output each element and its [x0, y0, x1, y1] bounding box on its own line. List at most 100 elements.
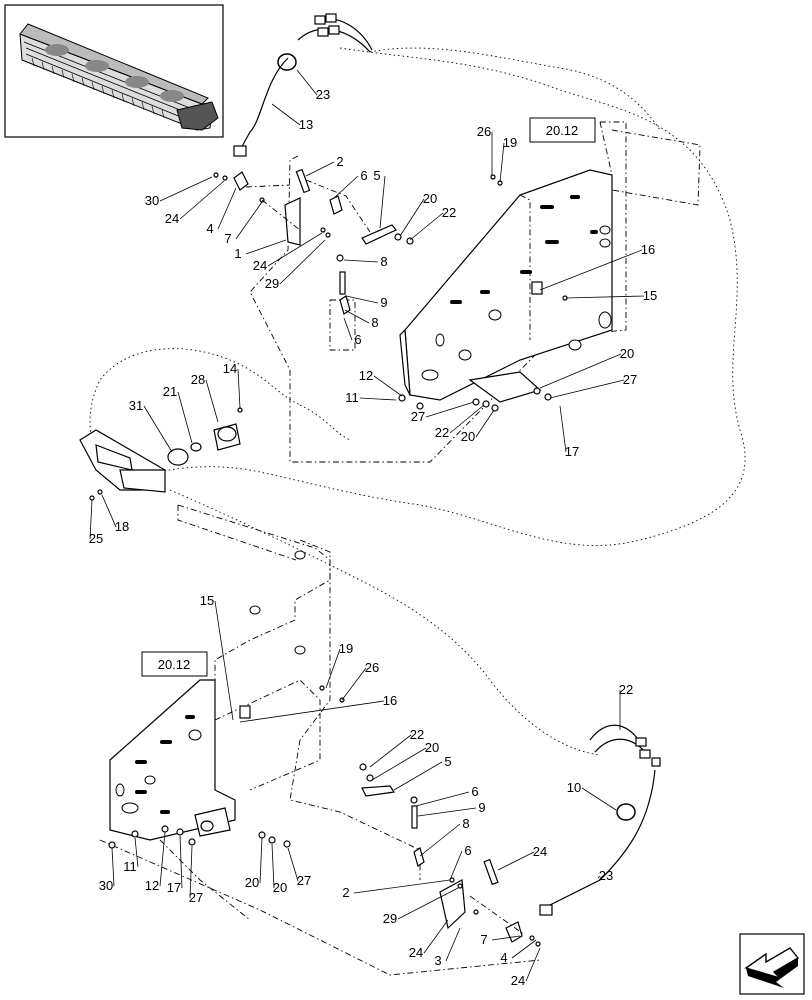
- reference-box-lower[interactable]: 20.12: [141, 651, 208, 677]
- callout-number: 22: [435, 425, 449, 440]
- wiring-route-outline-top: [369, 47, 661, 131]
- callout-leader: [159, 831, 166, 887]
- callout-leader: [305, 161, 335, 177]
- callout-number: 9: [478, 800, 485, 815]
- callout-number: 24: [165, 211, 179, 226]
- callout-number: 27: [411, 409, 425, 424]
- callout-number: 20: [620, 346, 634, 361]
- callout-leader: [373, 375, 403, 397]
- callout-number: 24: [253, 258, 267, 273]
- callout-number: 11: [123, 859, 137, 874]
- callout-number: 5: [444, 754, 451, 769]
- callout-leader: [287, 847, 299, 882]
- callout-leader: [497, 851, 535, 871]
- callout-number: 27: [189, 890, 203, 905]
- callout-leader: [353, 879, 451, 894]
- upper-small-parts: [213, 168, 568, 412]
- callout-leader: [417, 807, 477, 817]
- callout-number: 4: [206, 221, 213, 236]
- callout-leader: [239, 700, 385, 723]
- callout-leader: [399, 198, 425, 237]
- header-thumbnail: [4, 4, 224, 138]
- callout-leader: [134, 837, 139, 868]
- callout-leader: [419, 823, 461, 857]
- callout-leader: [267, 232, 323, 267]
- callout-leader: [539, 249, 643, 291]
- callout-number: 6: [354, 332, 361, 347]
- callout-leader: [499, 142, 505, 183]
- callout-number: 20: [425, 740, 439, 755]
- callout-number: 1: [234, 246, 241, 261]
- callout-leader: [296, 69, 318, 96]
- callout-leader: [344, 309, 370, 324]
- callout-leader: [491, 935, 521, 941]
- callout-number: 30: [145, 193, 159, 208]
- upper-frame-assembly: [249, 121, 701, 463]
- callout-number: 17: [167, 880, 181, 895]
- callout-number: 24: [533, 844, 547, 859]
- callout-number: 29: [265, 276, 279, 291]
- callout-number: 4: [500, 950, 507, 965]
- next-page-arrow-icon[interactable]: [739, 933, 805, 995]
- callout-leader: [597, 875, 601, 879]
- callout-leader: [511, 939, 537, 959]
- callout-number: 8: [371, 315, 378, 330]
- callout-leader: [425, 401, 475, 418]
- callout-leader: [371, 747, 427, 781]
- callout-leader: [189, 845, 193, 899]
- wiring-route-outline-lower: [169, 489, 601, 756]
- callout-number: 22: [410, 727, 424, 742]
- callout-leader: [409, 212, 444, 241]
- callout-number: 6: [360, 168, 367, 183]
- reference-box-upper[interactable]: 20.12: [529, 117, 596, 143]
- callout-number: 22: [619, 682, 633, 697]
- callout-leader: [343, 259, 379, 263]
- callout-number: 6: [464, 843, 471, 858]
- upper-harness: [233, 13, 373, 191]
- callout-number: 27: [623, 372, 637, 387]
- callout-number: 14: [223, 361, 237, 376]
- callout-leader: [445, 927, 461, 962]
- callout-leader: [559, 405, 567, 453]
- callout-number: 9: [380, 295, 387, 310]
- callout-leader: [179, 835, 183, 889]
- callout-leader: [565, 295, 645, 299]
- callout-number: 16: [383, 693, 397, 708]
- callout-number: 24: [409, 945, 423, 960]
- callout-number: 6: [471, 784, 478, 799]
- lower-frame-assembly: [99, 504, 541, 976]
- callout-number: 8: [380, 254, 387, 269]
- callout-number: 20: [245, 875, 259, 890]
- callout-leader: [343, 317, 353, 341]
- callout-number: 20: [461, 429, 475, 444]
- callout-leader: [214, 600, 234, 721]
- callout-number: 26: [365, 660, 379, 675]
- callout-number: 5: [373, 168, 380, 183]
- reference-label-upper: 20.12: [546, 123, 579, 138]
- callout-leader: [205, 379, 219, 423]
- callout-leader: [369, 734, 412, 768]
- callout-number: 24: [511, 973, 525, 988]
- callout-number: 7: [480, 932, 487, 947]
- callout-number: 28: [191, 372, 205, 387]
- lower-small-parts: [108, 685, 541, 947]
- callout-leader: [245, 239, 287, 255]
- callout-leader: [475, 409, 495, 438]
- callout-number: 29: [383, 911, 397, 926]
- callout-number: 7: [224, 231, 231, 246]
- callout-number: 11: [345, 390, 359, 405]
- callout-leader: [259, 837, 263, 884]
- callout-leader: [217, 187, 237, 230]
- callout-number: 22: [442, 205, 456, 220]
- lower-harness: [505, 724, 661, 943]
- callout-leader: [89, 499, 93, 540]
- callout-number: 16: [641, 242, 655, 257]
- callout-leader: [379, 175, 386, 229]
- callout-leader: [341, 667, 367, 701]
- callout-number: 19: [339, 641, 353, 656]
- callout-leader: [235, 201, 263, 240]
- callout-leader: [581, 787, 617, 811]
- reference-label-lower: 20.12: [158, 657, 191, 672]
- callout-leader: [449, 404, 485, 434]
